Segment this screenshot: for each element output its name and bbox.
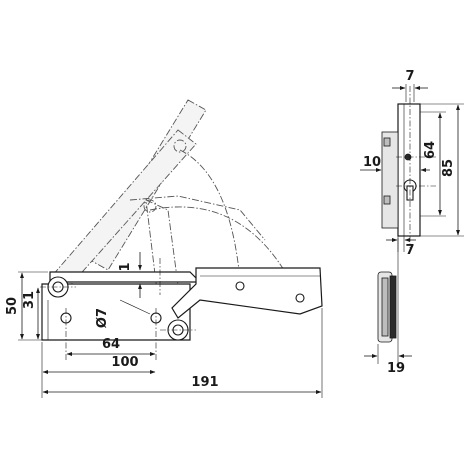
side-view	[377, 86, 436, 343]
ghost-arc-small	[179, 149, 241, 281]
ghost-lower-link	[145, 199, 185, 333]
front-dimensions: 64 100 191 50 31 Ø7 1	[5, 252, 323, 398]
dim-label-64: 64	[102, 337, 120, 352]
actuating-arm	[171, 267, 323, 319]
arm-pivot-end	[295, 293, 305, 303]
dim-label-side-bottom: 7	[405, 243, 414, 258]
dim-label-side-64: 64	[423, 141, 438, 159]
side-lower-bracket-inner	[381, 277, 389, 337]
arm-pivot-mid	[235, 281, 245, 291]
horizontal-arm	[49, 271, 202, 283]
side-dimensions: 7 85 64 10 7 19	[360, 69, 464, 376]
ghost-pivot-mid	[143, 199, 157, 213]
dim-label-side-85: 85	[441, 159, 456, 177]
dim-label-hole-diameter: Ø7	[95, 308, 110, 328]
front-view	[40, 99, 323, 362]
leader-hole-diameter	[119, 299, 151, 315]
dim-label-100: 100	[111, 355, 138, 370]
ghost-pivot-top	[173, 139, 187, 153]
ghost-brace	[129, 195, 266, 241]
dim-label-offset: 1	[118, 262, 133, 271]
side-rivet-bottom	[383, 195, 391, 205]
open-position-ghost	[51, 99, 306, 333]
dim-label-31: 31	[22, 291, 37, 309]
side-back-plate	[397, 103, 421, 237]
dim-label-50: 50	[5, 297, 20, 315]
dim-label-side-19: 19	[387, 361, 405, 376]
dim-label-side-top: 7	[405, 69, 414, 84]
dim-label-191: 191	[191, 375, 218, 390]
side-lower-bracket-edge	[389, 275, 397, 339]
side-rivet-top	[383, 137, 391, 147]
dim-label-side-10: 10	[363, 155, 381, 170]
